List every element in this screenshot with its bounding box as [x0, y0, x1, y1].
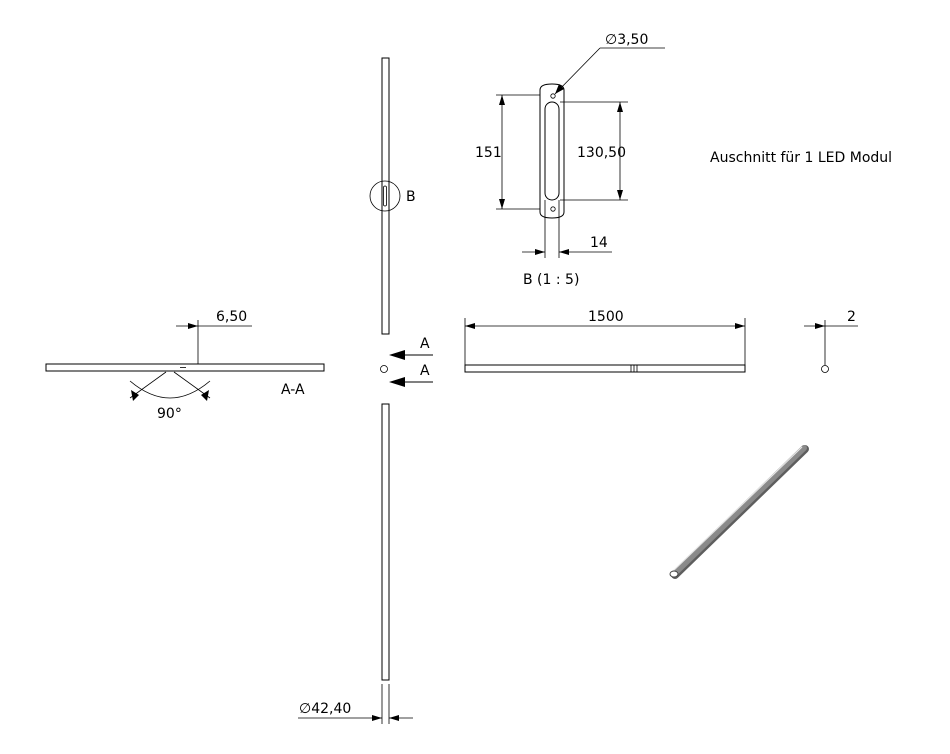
tube-end-circle [380, 365, 388, 373]
section-tube-body [45, 363, 325, 372]
section-arrow-bottom-head [389, 377, 405, 387]
detail-hole-bottom [550, 206, 556, 212]
dim-length-text: 1500 [588, 309, 624, 325]
dim-tube-diameter: ∅42,40 [298, 684, 413, 724]
dim-tube-diameter-text: ∅42,40 [299, 701, 351, 717]
len-arrow-right [735, 323, 745, 329]
section-title: A-A [281, 382, 305, 398]
tube-upper-segment [381, 57, 390, 335]
dim-slot-width-text: 14 [590, 235, 608, 251]
section-arrow-top-head [389, 350, 405, 360]
detail-slot-outline [544, 101, 560, 201]
angle-arrow-right [201, 390, 209, 401]
front-view: B [369, 57, 416, 681]
dim-arrow-right [389, 715, 399, 721]
len-arrow-left [465, 323, 475, 329]
dim-arrow-left [372, 715, 382, 721]
dim130-arrow-bottom [617, 190, 623, 200]
iso-tube-body [671, 445, 807, 577]
dim-offset-text: 6,50 [216, 309, 247, 325]
dim130-arrow-top [617, 102, 623, 112]
dim151-arrow-bottom [499, 199, 505, 209]
dim-hole-diameter-text: ∅3,50 [605, 32, 648, 48]
top-tube-body [464, 364, 746, 373]
detail-marker-label: B [406, 189, 416, 205]
dim-slot-height-text: 151 [475, 145, 502, 161]
angle-arc [129, 380, 211, 399]
dim14-arrow-right [559, 249, 569, 255]
detail-b-view: ∅3,50 151 130,50 14 B (1 : 5) [475, 32, 665, 288]
dim-slot-length-text: 130,50 [577, 145, 626, 161]
detail-slot [383, 185, 387, 207]
section-marker-bottom: A [420, 363, 430, 379]
detail-hole-top [550, 93, 556, 99]
iso-tube-end [669, 570, 679, 578]
note-text: Auschnitt für 1 LED Modul [710, 150, 892, 166]
end-view: 2 [804, 309, 858, 373]
isometric-view [669, 445, 809, 579]
angle-arrow-left [131, 390, 139, 401]
offset-arrow [188, 323, 198, 329]
iso-tube-highlight [671, 446, 803, 573]
side-view: A A [380, 336, 433, 387]
dim14-arrow-left [535, 249, 545, 255]
section-a-a: 6,50 90° A-A [45, 309, 325, 422]
wall-arrow [815, 323, 825, 329]
dim-wall-text: 2 [847, 309, 856, 325]
hole-leader [554, 47, 601, 95]
hole-leader-arrow [555, 84, 564, 94]
dim151-arrow-top [499, 95, 505, 105]
top-view: 1500 [464, 309, 746, 373]
tube-lower-segment [381, 403, 390, 681]
detail-tube-body [539, 83, 565, 219]
detail-circle-b [369, 180, 401, 212]
detail-title: B (1 : 5) [523, 272, 579, 288]
end-view-circle [821, 365, 829, 373]
section-marker-top: A [420, 336, 430, 352]
dim-angle-text: 90° [157, 406, 182, 422]
